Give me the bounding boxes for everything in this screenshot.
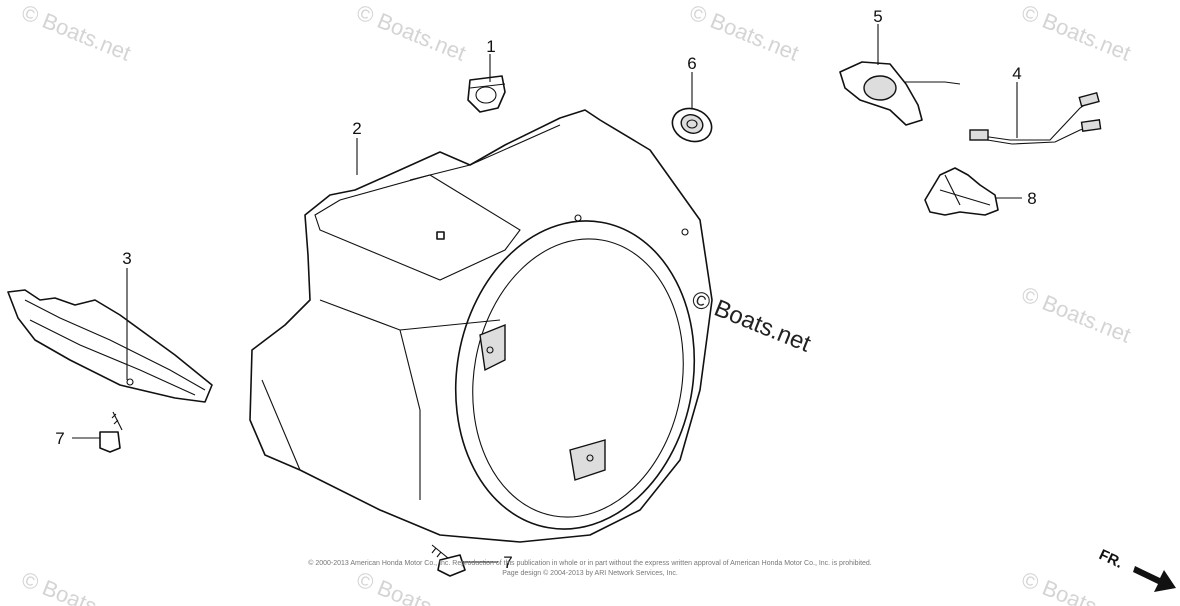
watermark-tile: © Boats.net: [1018, 281, 1134, 347]
switch-part-5: [839, 61, 961, 126]
callout-6: 6: [687, 54, 696, 73]
grommet-part-6: [671, 107, 713, 143]
callout-3: 3: [122, 249, 131, 268]
copyright-line-2: Page design © 2004-2013 by ARI Network S…: [502, 569, 678, 577]
connector: [1078, 91, 1100, 108]
copyright-line-1: © 2000-2013 American Honda Motor Co., In…: [308, 559, 872, 567]
watermark-tile: © Boats.net: [1018, 0, 1134, 66]
watermark-tile: © Boats.net: [1018, 566, 1134, 606]
callout-7-bottom: 7: [503, 553, 512, 572]
bolt-part-7-bottom: [431, 544, 466, 577]
cover-tab: [436, 231, 445, 240]
clamp-part-8: [924, 167, 999, 216]
callout-1: 1: [486, 37, 495, 56]
watermark-tile: © Boats.net: [686, 0, 802, 66]
callout-5: 5: [873, 7, 882, 26]
callout-7-left: 7: [55, 429, 64, 448]
fr-label: FR.: [1096, 546, 1125, 572]
watermark-tile: © Boats.net: [18, 566, 134, 606]
leader-lines: [72, 24, 1022, 563]
bolt-part-7-left: [99, 411, 123, 453]
callout-4: 4: [1012, 64, 1021, 83]
front-direction-indicator: FR.: [1096, 546, 1176, 592]
callout-8: 8: [1027, 189, 1036, 208]
callout-2: 2: [352, 119, 361, 138]
watermark-tile: © Boats.net: [18, 0, 134, 66]
connector: [1080, 118, 1102, 132]
connector: [969, 129, 989, 141]
clip-part-1: [467, 75, 506, 113]
fan-cover-part-2: [249, 109, 713, 543]
direction-arrow-icon: [1133, 566, 1176, 592]
air-guide-part-3: [7, 289, 213, 403]
watermark-tile: © Boats.net: [353, 0, 469, 66]
wire-harness-part-4: [969, 91, 1102, 145]
